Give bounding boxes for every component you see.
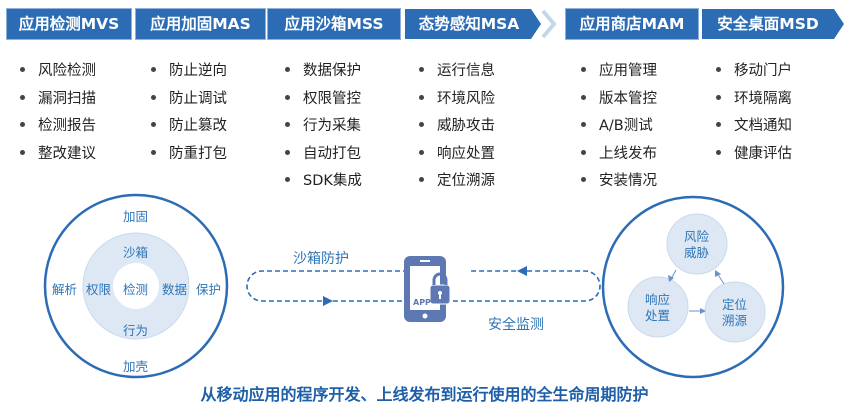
- label-outer-left: 解析: [52, 282, 78, 297]
- list-item: 上线发布: [581, 139, 657, 167]
- label-outer-bottom: 加壳: [123, 359, 149, 374]
- list-item: 风险检测: [20, 56, 96, 84]
- phone-app-label: APP: [413, 298, 431, 307]
- header-mam: 应用商店MAM: [566, 9, 698, 39]
- header-msa: 态势感知MSA: [405, 9, 541, 39]
- list-item: 环境风险: [419, 84, 495, 112]
- list-item: 自动打包: [285, 139, 362, 167]
- arrow-left-icon: [517, 266, 527, 276]
- list-item: 环境隔离: [716, 84, 792, 112]
- list-item: 健康评估: [716, 139, 792, 167]
- list-item: 防止调试: [151, 84, 227, 112]
- label-inner-left: 权限: [86, 282, 112, 297]
- list-mvs: 风险检测 漏洞扫描 检测报告 整改建议: [20, 56, 96, 166]
- list-item: 防止逆向: [151, 56, 227, 84]
- label-outer-right: 保护: [196, 282, 222, 297]
- phone-lock-icon: [404, 256, 451, 322]
- label-inner-top: 沙箱: [123, 245, 149, 260]
- list-item: 数据保护: [285, 56, 362, 84]
- label-inner-bottom: 行为: [123, 323, 149, 338]
- list-mas: 防止逆向 防止调试 防止篡改 防重打包: [151, 56, 227, 166]
- node-risk: [666, 213, 728, 275]
- header-msd: 安全桌面MSD: [702, 9, 844, 39]
- label-center: 检测: [123, 282, 149, 297]
- sandbox-protection-label: 沙箱防护: [293, 251, 349, 267]
- node-trace: [704, 281, 766, 343]
- list-item: A/B测试: [581, 111, 657, 139]
- list-item: 文档通知: [716, 111, 792, 139]
- list-msa: 运行信息 环境风险 威胁攻击 响应处置 定位溯源: [419, 56, 495, 194]
- outer-ring: [43, 193, 229, 379]
- list-item: 整改建议: [20, 139, 96, 167]
- node-trace-label: 定位溯源: [722, 297, 748, 328]
- list-item: 版本管控: [581, 84, 657, 112]
- label-outer-top: 加固: [123, 209, 149, 224]
- node-risk-label: 风险威胁: [684, 229, 710, 260]
- chevron-right-icon: [541, 10, 557, 38]
- list-item: 定位溯源: [419, 166, 495, 194]
- list-item: 漏洞扫描: [20, 84, 96, 112]
- list-item: 威胁攻击: [419, 111, 495, 139]
- list-item: SDK集成: [285, 166, 362, 194]
- right-outer-ring: [601, 195, 785, 379]
- list-item: 防止篡改: [151, 111, 227, 139]
- header-mss: 应用沙箱MSS: [268, 9, 400, 39]
- security-monitoring-label: 安全监测: [488, 317, 544, 333]
- list-item: 安装情况: [581, 166, 657, 194]
- list-item: 权限管控: [285, 84, 362, 112]
- header-mas: 应用加固MAS: [136, 9, 265, 39]
- center-circle: [113, 263, 159, 309]
- list-mam: 应用管理 版本管控 A/B测试 上线发布 安装情况: [581, 56, 657, 194]
- list-item: 防重打包: [151, 139, 227, 167]
- list-item: 运行信息: [419, 56, 495, 84]
- footer-caption: 从移动应用的程序开发、上线发布到运行使用的全生命周期防护: [200, 385, 649, 404]
- node-response-label: 响应处置: [645, 292, 671, 323]
- list-item: 移动门户: [716, 56, 792, 84]
- list-msd: 移动门户 环境隔离 文档通知 健康评估: [716, 56, 792, 166]
- list-item: 行为采集: [285, 111, 362, 139]
- node-response: [627, 276, 689, 338]
- list-item: 检测报告: [20, 111, 96, 139]
- list-mss: 数据保护 权限管控 行为采集 自动打包 SDK集成: [285, 56, 362, 194]
- list-item: 应用管理: [581, 56, 657, 84]
- header-mvs: 应用检测MVS: [7, 9, 131, 39]
- arrow-right-icon: [323, 296, 333, 306]
- label-inner-right: 数据: [162, 282, 188, 297]
- list-item: 响应处置: [419, 139, 495, 167]
